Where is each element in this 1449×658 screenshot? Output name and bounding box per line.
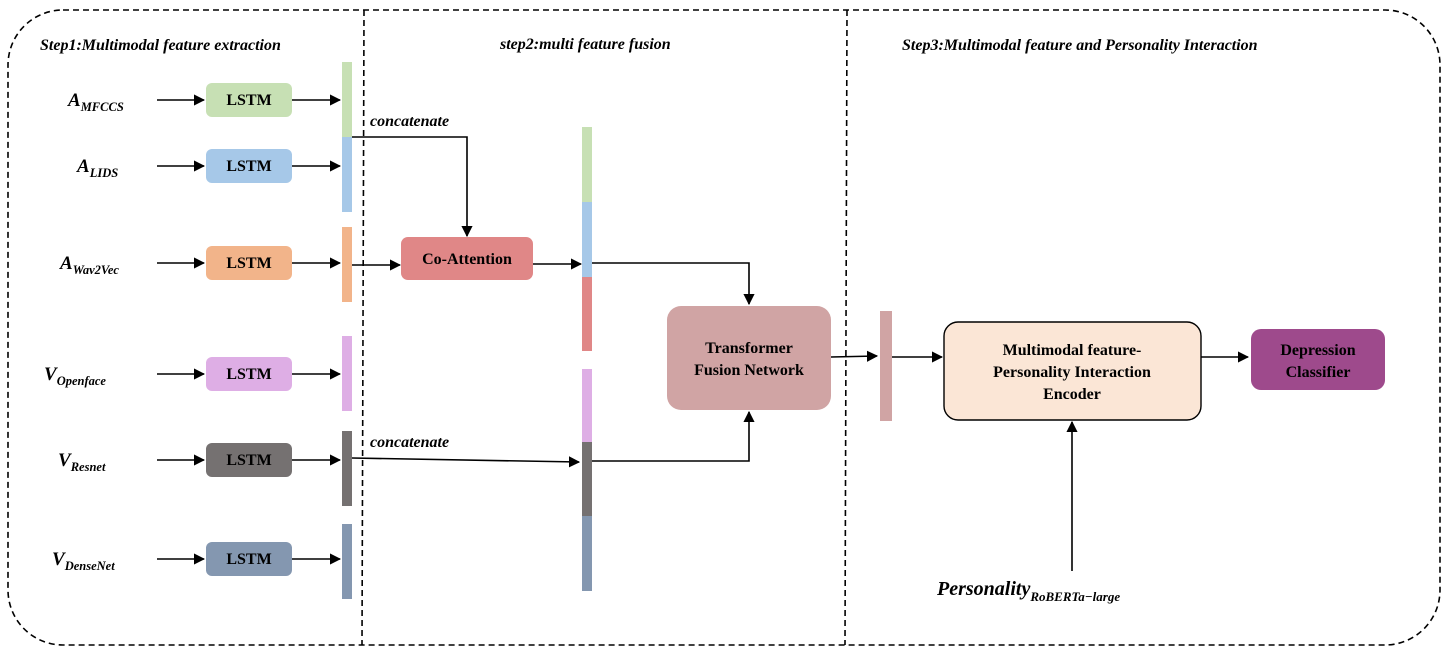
lstm-label-wav2vec: LSTM bbox=[226, 255, 271, 272]
personality-main: Personality bbox=[936, 578, 1030, 600]
lstm-box-wav2vec bbox=[206, 246, 292, 280]
fused-visual-seg-densenet bbox=[582, 516, 592, 591]
fused-visual-seg-resnet bbox=[582, 442, 592, 516]
feature-bar-lids bbox=[342, 137, 352, 212]
input-label-densenet: VDenseNet bbox=[52, 549, 115, 573]
visual-stack-to-transformer-arrow bbox=[592, 410, 755, 462]
visual-concat-arrow bbox=[351, 456, 581, 468]
encoder-label-line2: Personality Interaction bbox=[993, 364, 1151, 381]
input-main-mfccs: A bbox=[67, 90, 81, 111]
lstm-box-resnet bbox=[206, 443, 292, 477]
step1-title: Step1:Multimodal feature extraction bbox=[40, 37, 281, 54]
classifier-label-line1: Depression bbox=[1280, 342, 1355, 359]
lstm-box-mfccs bbox=[206, 83, 292, 117]
feature-bar-wav2vec bbox=[342, 227, 352, 302]
lstm-label-densenet: LSTM bbox=[226, 551, 271, 568]
fused-audio-seg-mfccs bbox=[582, 127, 592, 202]
lstm-label-lids: LSTM bbox=[226, 158, 271, 175]
lstm-label-resnet: LSTM bbox=[226, 452, 271, 469]
divider-step1-step2 bbox=[361, 9, 365, 646]
lstm-label-mfccs: LSTM bbox=[226, 92, 271, 109]
input-label-openface: VOpenface bbox=[44, 364, 106, 388]
input-sub-mfccs: MFCCS bbox=[80, 100, 124, 114]
concatenate-label-bottom: concatenate bbox=[370, 434, 449, 451]
input-sub-lids: LIDS bbox=[89, 166, 119, 180]
co-attention-label: Co-Attention bbox=[422, 251, 512, 268]
audio-concat-arrow bbox=[352, 136, 473, 238]
transformer-to-output-bar-arrow bbox=[830, 350, 879, 362]
input-main-densenet: V bbox=[52, 549, 66, 570]
interaction-encoder-box bbox=[943, 321, 1202, 421]
personality-subscript: RoBERTa−large bbox=[1029, 589, 1120, 604]
input-sub-resnet: Resnet bbox=[70, 460, 106, 474]
feature-bar-mfccs bbox=[342, 62, 352, 137]
input-label-lids: ALIDS bbox=[76, 156, 118, 180]
input-label-mfccs: AMFCCS bbox=[67, 90, 124, 114]
step2-title: step2:multi feature fusion bbox=[499, 36, 671, 53]
transformer-label-line2: Fusion Network bbox=[694, 362, 804, 379]
fused-audio-seg-lids bbox=[582, 202, 592, 277]
divider-step2-step3 bbox=[844, 9, 848, 646]
lstm-box-openface bbox=[206, 357, 292, 391]
fused-output-bar bbox=[880, 311, 892, 421]
input-main-resnet: V bbox=[58, 450, 72, 471]
feature-bar-resnet bbox=[342, 431, 352, 506]
concatenate-label-top: concatenate bbox=[370, 113, 449, 130]
audio-stack-to-transformer-arrow bbox=[592, 262, 755, 306]
feature-bar-densenet bbox=[342, 524, 352, 599]
input-label-resnet: VResnet bbox=[58, 450, 106, 474]
input-sub-wav2vec: Wav2Vec bbox=[73, 263, 120, 277]
encoder-label-line1: Multimodal feature- bbox=[1003, 342, 1142, 359]
transformer-label-line1: Transformer bbox=[705, 340, 793, 357]
lstm-box-densenet bbox=[206, 542, 292, 576]
input-main-openface: V bbox=[44, 364, 58, 385]
input-label-wav2vec: AWav2Vec bbox=[59, 253, 119, 277]
personality-input-label: PersonalityRoBERTa−large bbox=[936, 578, 1120, 604]
fused-audio-seg-coattention bbox=[582, 277, 592, 351]
transformer-fusion-box bbox=[667, 306, 831, 410]
classifier-label-line2: Classifier bbox=[1286, 364, 1351, 381]
feature-bar-openface bbox=[342, 336, 352, 411]
depression-classifier-box bbox=[1251, 329, 1385, 390]
input-sub-openface: Openface bbox=[57, 374, 107, 388]
input-main-wav2vec: A bbox=[59, 253, 73, 274]
input-main-lids: A bbox=[76, 156, 90, 177]
lstm-box-lids bbox=[206, 149, 292, 183]
step3-title: Step3:Multimodal feature and Personality… bbox=[902, 37, 1258, 54]
lstm-label-openface: LSTM bbox=[226, 366, 271, 383]
encoder-label-line3: Encoder bbox=[1043, 386, 1101, 403]
co-attention-box bbox=[401, 237, 533, 280]
input-sub-densenet: DenseNet bbox=[64, 559, 116, 573]
outer-frame bbox=[7, 9, 1441, 646]
fused-visual-seg-openface bbox=[582, 369, 592, 442]
